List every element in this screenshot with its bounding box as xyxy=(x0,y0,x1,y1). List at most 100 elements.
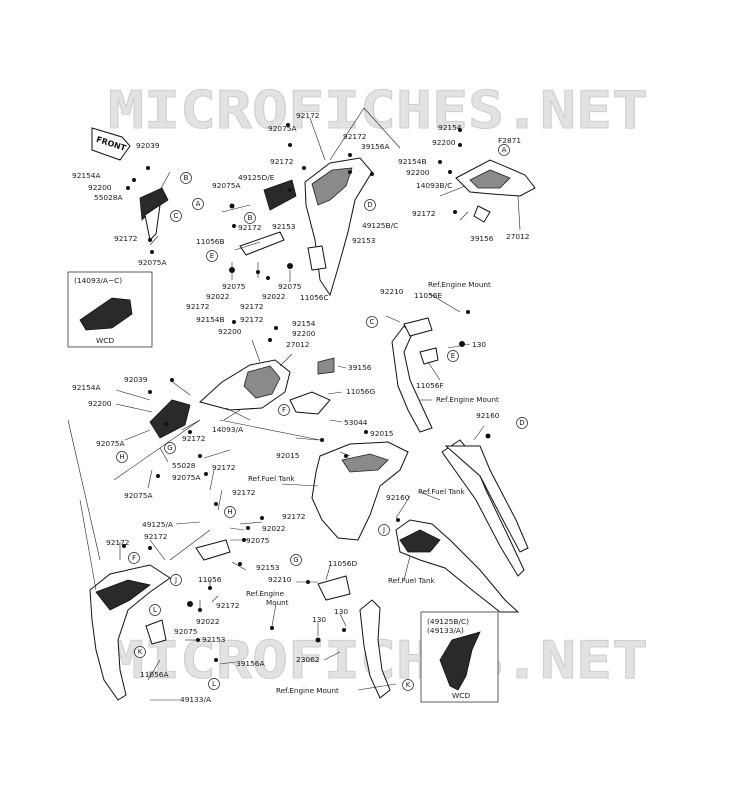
svg-text:D: D xyxy=(367,201,372,209)
label-55028: 55028 xyxy=(172,461,196,470)
label-39156-r: 39156 xyxy=(470,234,494,243)
bracket-11056f xyxy=(419,347,439,365)
bracket-11056e xyxy=(403,317,433,337)
ref-engine-mount-4: Ref.Engine Mount xyxy=(276,686,339,695)
callout-H1: H xyxy=(116,451,128,463)
callout-J1: J xyxy=(170,574,182,586)
inner-panel-grille xyxy=(243,365,281,399)
label-92172-mid: 92172 xyxy=(240,315,264,324)
label-92022-b: 92022 xyxy=(262,292,286,301)
ref-fuel-tank-1: Ref.Fuel Tank xyxy=(248,474,296,483)
svg-text:B: B xyxy=(184,174,189,182)
callout-C1: C xyxy=(170,210,182,222)
label-92172-f: 92172 xyxy=(186,302,210,311)
hardware-dots xyxy=(122,123,491,662)
svg-text:G: G xyxy=(293,556,298,564)
inset-14093-title: (14093/A~C) xyxy=(74,276,122,285)
inset-14093: (14093/A~C) WCD xyxy=(67,271,153,348)
callout-G1: G xyxy=(164,442,176,454)
svg-text:K: K xyxy=(138,648,143,656)
svg-text:J: J xyxy=(174,576,177,584)
ref-engine-mount-1: Ref.Engine Mount xyxy=(428,280,491,289)
diagram-code: F2871 xyxy=(498,136,521,145)
label-27012-r: 27012 xyxy=(506,232,530,241)
label-92154-mid: 92154 xyxy=(292,319,316,328)
label-92075-b: 92075 xyxy=(278,282,302,291)
svg-text:G: G xyxy=(167,444,172,452)
label-92200-mid3: 92200 xyxy=(88,399,112,408)
label-92154b-r: 92154B xyxy=(398,157,427,166)
label-92200-top: 92200 xyxy=(88,183,112,192)
label-92200-r2: 92200 xyxy=(406,168,430,177)
label-92075a-b: 92075A xyxy=(212,181,241,190)
ref-fuel-tank-2: Ref.Fuel Tank xyxy=(418,487,466,496)
frame-stay-left xyxy=(391,325,433,433)
label-11056a: 11056A xyxy=(140,670,169,679)
bracket-11056c xyxy=(307,245,327,271)
label-130-c: 130 xyxy=(312,615,326,624)
right-cowl-inner xyxy=(469,169,511,189)
label-92172-r: 92172 xyxy=(412,209,436,218)
callout-E2: E xyxy=(447,350,459,362)
ref-engine-mount-2: Ref.Engine Mount xyxy=(436,395,499,404)
ref-fuel-tank-3: Ref.Fuel Tank xyxy=(388,576,436,585)
label-92015-a: 92015 xyxy=(370,429,394,438)
callout-A2: A xyxy=(498,144,510,156)
label-92075-c: 92075 xyxy=(246,536,270,545)
label-92039-mid: 92039 xyxy=(124,375,148,384)
mesh-piece xyxy=(317,357,335,375)
label-49125a: 49125/A xyxy=(142,520,173,529)
label-92172-mid5: 92172 xyxy=(282,512,306,521)
label-92022-d: 92022 xyxy=(196,617,220,626)
label-11056g: 11056G xyxy=(346,387,376,396)
label-92075-d: 92075 xyxy=(174,627,198,636)
svg-text:E: E xyxy=(210,252,214,260)
label-39156a-low: 39156A xyxy=(236,659,265,668)
label-11056d: 11056D xyxy=(328,559,358,568)
label-92075a-mid2: 92075A xyxy=(124,491,153,500)
ref-engine-mount-3b: Mount xyxy=(266,598,289,607)
callout-E1: E xyxy=(206,250,218,262)
bracket-11056d xyxy=(317,575,351,601)
label-92075a-left: 92075A xyxy=(138,258,167,267)
callout-D1: D xyxy=(364,199,376,211)
label-92153-d: 92153 xyxy=(202,635,226,644)
label-11056b: 11056B xyxy=(196,237,225,246)
right-pad xyxy=(473,205,491,223)
bracket-11056 xyxy=(195,539,231,561)
label-92075a-mid3: 92075A xyxy=(172,473,201,482)
leader-lines xyxy=(67,107,521,701)
label-14093a: 14093/A xyxy=(212,425,243,434)
left-grille xyxy=(149,399,191,439)
svg-text:J: J xyxy=(382,526,385,534)
left-lower-panel-dark xyxy=(95,579,151,611)
label-92172-mid6: 92172 xyxy=(144,532,168,541)
label-92154-r: 92154 xyxy=(438,123,462,132)
label-23062: 23062 xyxy=(296,655,320,664)
watermark-top: MICROFICHES.NET xyxy=(108,81,648,141)
label-92210-a: 92210 xyxy=(380,287,404,296)
tank-cover xyxy=(311,441,409,541)
svg-text:C: C xyxy=(174,212,179,220)
callout-J2: J xyxy=(378,524,390,536)
svg-text:E: E xyxy=(451,352,455,360)
label-55028a: 55028A xyxy=(94,193,123,202)
upper-left-stay xyxy=(144,203,161,242)
inset-49125: (49125B/C) (49133/A) WCD xyxy=(420,611,499,703)
label-92153-a: 92153 xyxy=(272,222,296,231)
label-130-b: 130 xyxy=(334,607,348,616)
label-27012-mid: 27012 xyxy=(286,340,310,349)
label-92200-mid: 92200 xyxy=(218,327,242,336)
tank-cover-recess xyxy=(341,453,389,473)
svg-text:A: A xyxy=(196,200,201,208)
label-92172-mid2: 92172 xyxy=(182,434,206,443)
label-53044: 53044 xyxy=(344,418,368,427)
label-92172-d: 92172 xyxy=(238,223,262,232)
callout-C2: C xyxy=(366,316,378,328)
label-92172-g: 92172 xyxy=(240,302,264,311)
callout-L1: L xyxy=(149,604,161,616)
inset-49125-title-1: (49125B/C) xyxy=(427,617,469,626)
callout-D2: D xyxy=(516,417,528,429)
label-11056e: 11056E xyxy=(414,291,443,300)
label-92172-top: 92172 xyxy=(296,111,320,120)
